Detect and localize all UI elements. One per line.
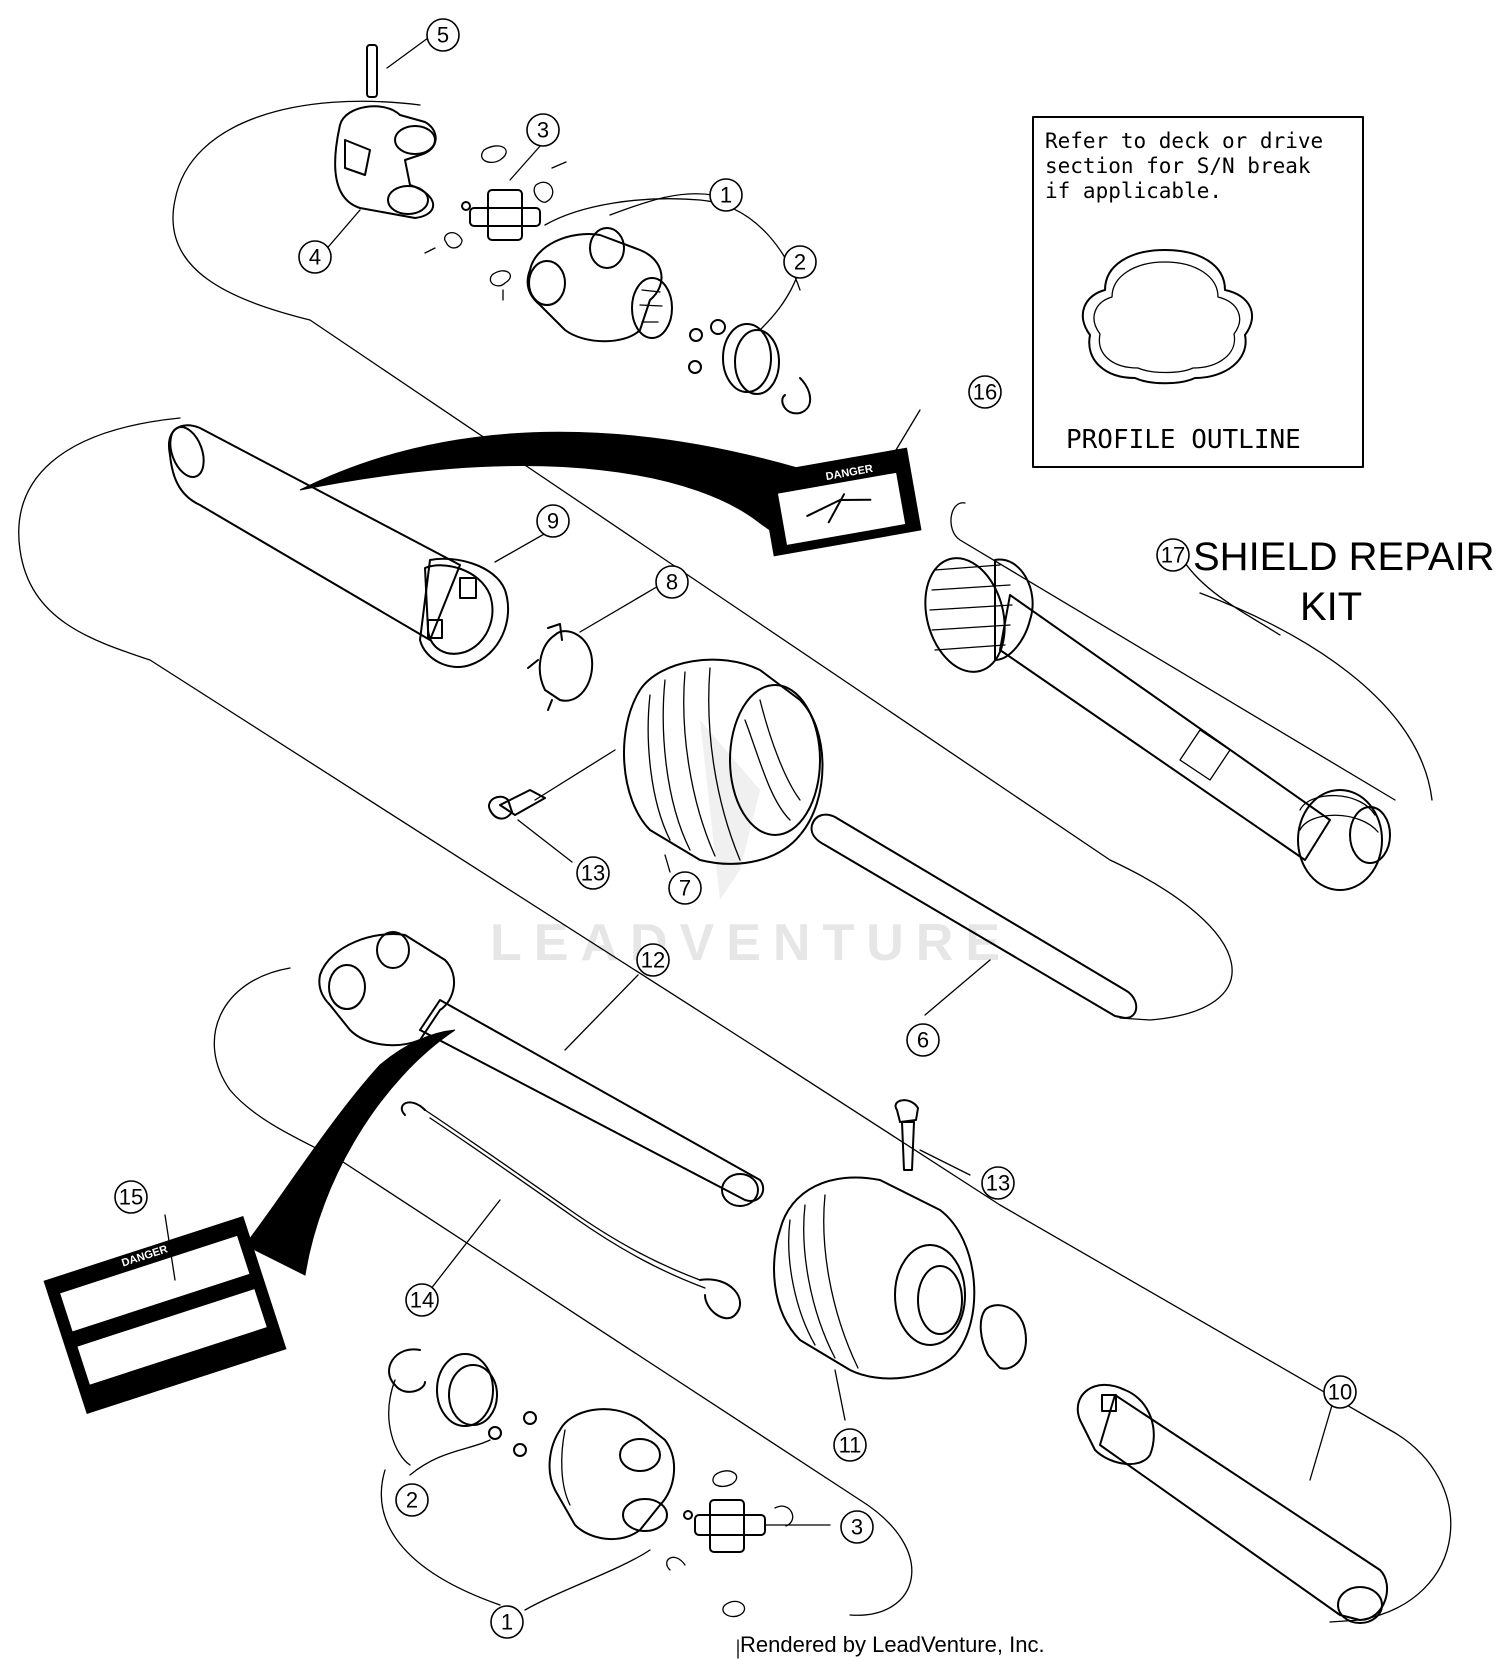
callout-13-upper: 13: [576, 856, 610, 890]
kit-label-line-1: SHIELD REPAIR: [1193, 535, 1495, 579]
part-chain: [400, 1101, 741, 1320]
part-bellows-upper: [623, 658, 824, 865]
callout-2-lower: 2: [395, 1483, 429, 1517]
part-collar-upper: [688, 319, 812, 415]
part-outer-shield-lower: [1076, 1383, 1389, 1624]
group-outlines: [18, 100, 1452, 1623]
callouts: 5 3 1 4 2 16 9 17 8 13 7 12 6 13 15 14 1…: [114, 18, 1357, 1639]
watermark-text: LEADVENTURE: [490, 914, 1012, 972]
callout-2-upper: 2: [783, 245, 817, 279]
svg-text:3: 3: [851, 1515, 863, 1540]
svg-text:11: 11: [839, 1433, 862, 1458]
part-ujoint-lower: [666, 1470, 794, 1618]
svg-text:10: 10: [1328, 1380, 1352, 1405]
note-box: Refer to deck or drive section for S/N b…: [1032, 116, 1364, 468]
callout-12: 12: [636, 943, 670, 977]
part-bellows-lower: [773, 1176, 976, 1380]
callout-1-lower: 1: [490, 1605, 524, 1639]
part-ujoint-upper: [424, 145, 567, 301]
part-bolt-upper: [488, 789, 546, 820]
footer-credit: Rendered by LeadVenture, Inc.: [740, 1632, 1045, 1657]
note-frame: [1032, 116, 1364, 468]
part-lower-yoke-tube: [318, 931, 765, 1207]
outline-kit-bracket-2: [1199, 592, 1433, 801]
callout-10: 10: [1323, 1375, 1357, 1409]
svg-text:5: 5: [437, 23, 449, 48]
callout-7: 7: [668, 871, 702, 905]
callout-9: 9: [536, 504, 570, 538]
profile-outline-inner: [1093, 261, 1241, 374]
svg-text:4: 4: [309, 245, 321, 270]
svg-text:17: 17: [1161, 543, 1185, 568]
part-pin: [366, 44, 378, 98]
profile-outline-shape: [1081, 249, 1254, 385]
part-outer-shield: [168, 424, 510, 668]
decal-arrow-lower: [244, 1029, 456, 1276]
callout-13-lower: 13: [981, 1166, 1015, 1200]
svg-text:6: 6: [917, 1028, 929, 1053]
part-inner-tube: [810, 813, 1138, 1019]
note-line-2: section for S/N break: [1045, 154, 1311, 178]
svg-text:14: 14: [410, 1288, 434, 1313]
part-bearing-ring-upper: [527, 623, 594, 711]
part-decal-15: DANGER: [43, 1215, 287, 1415]
svg-text:1: 1: [720, 183, 732, 208]
part-shield-repair-kit: [924, 557, 1391, 891]
part-decal-16: DANGER: [759, 447, 922, 557]
outline-outer-shield-group: [18, 417, 1452, 1623]
callout-16: 16: [968, 375, 1002, 409]
part-inner-yoke-lower: [548, 1408, 676, 1541]
watermark: LEADVENTURE: [490, 720, 1012, 972]
svg-text:8: 8: [666, 570, 678, 595]
part-collar-lower: [388, 1348, 537, 1457]
outline-inner-tube-group: [213, 967, 913, 1616]
callout-5: 5: [426, 18, 460, 52]
note-line-1: Refer to deck or drive: [1045, 129, 1323, 153]
callout-1-upper: 1: [709, 178, 743, 212]
part-bolt-lower: [894, 1099, 919, 1171]
svg-text:13: 13: [986, 1171, 1010, 1196]
svg-text:1: 1: [501, 1610, 513, 1635]
profile-outline-label: PROFILE OUTLINE: [1066, 425, 1301, 455]
svg-text:15: 15: [119, 1185, 143, 1210]
svg-text:2: 2: [406, 1488, 418, 1513]
svg-text:9: 9: [547, 509, 559, 534]
callout-11: 11: [833, 1428, 867, 1462]
callout-17: 17: [1156, 538, 1190, 572]
svg-text:3: 3: [537, 118, 549, 143]
callout-4: 4: [298, 240, 332, 274]
callout-6: 6: [906, 1023, 940, 1057]
svg-text:13: 13: [581, 861, 605, 886]
callout-3-upper: 3: [526, 113, 560, 147]
part-inner-yoke-upper: [526, 227, 673, 343]
kit-label-line-2: KIT: [1300, 585, 1362, 629]
callout-3-lower: 3: [840, 1510, 874, 1544]
svg-text:7: 7: [679, 876, 691, 901]
outline-kit-bracket: [950, 502, 1396, 801]
kit-label: SHIELD REPAIR KIT: [1193, 535, 1495, 629]
note-line-3: if applicable.: [1045, 179, 1222, 203]
svg-text:2: 2: [794, 250, 806, 275]
svg-text:12: 12: [641, 948, 665, 973]
part-yoke-upper: [334, 105, 437, 219]
outline-upper-yoke-group: [172, 100, 1233, 1021]
callout-14: 14: [405, 1283, 439, 1317]
part-bearing-ring-lower: [979, 1304, 1027, 1370]
callout-8: 8: [655, 565, 689, 599]
svg-text:16: 16: [973, 380, 997, 405]
callout-15: 15: [114, 1180, 148, 1214]
